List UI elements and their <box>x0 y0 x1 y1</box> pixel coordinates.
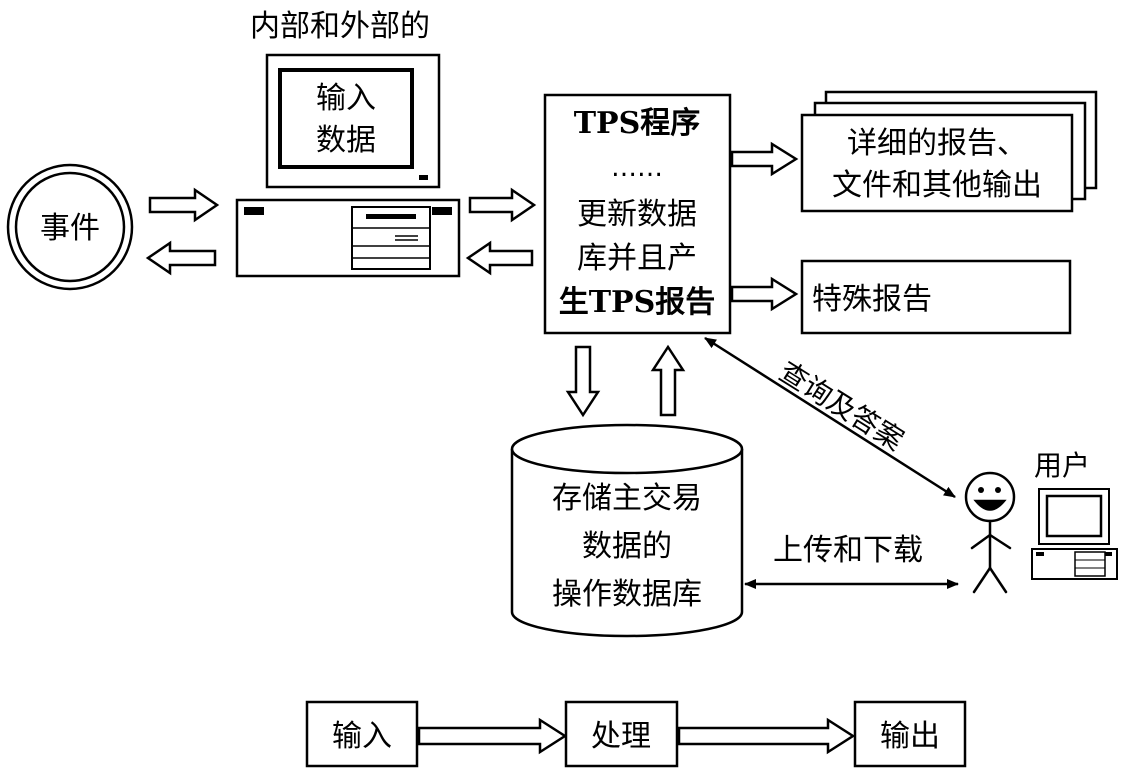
user-unit-light-right <box>1104 552 1112 556</box>
monitor-screen <box>278 68 414 169</box>
flow-process-label: 处理 <box>591 719 651 754</box>
arrow-tps-to-detailed <box>730 141 799 177</box>
user-leg-left <box>972 566 992 594</box>
arrow-database-to-tps <box>650 344 686 417</box>
flow-process-box <box>564 700 679 768</box>
flow-input-label: 输入 <box>332 719 392 754</box>
tps-line1: TPS程序 <box>574 106 701 141</box>
user-leg-right <box>988 566 1008 594</box>
database-cylinder <box>510 423 744 638</box>
database-line3: 操作数据库 <box>552 577 702 612</box>
screen-text-line1: 输入 <box>316 81 376 116</box>
user-smile <box>973 499 1007 511</box>
computer-caption: 内部和外部的 <box>250 9 430 44</box>
user-monitor-screen <box>1045 494 1103 538</box>
database-top <box>510 423 744 475</box>
flow-arrow-input-to-process <box>417 717 568 755</box>
user-arm-left <box>970 533 992 550</box>
detailed-reports-line2: 文件和其他输出 <box>832 168 1042 203</box>
user-eye-left <box>978 487 984 493</box>
query-answer-label: 查询及答案 <box>773 355 909 457</box>
user-drive-bay <box>1074 551 1106 577</box>
user-unit-light-left <box>1036 552 1044 556</box>
user-eye-right <box>995 487 1001 493</box>
event-label: 事件 <box>40 211 100 246</box>
screen-text-line2: 数据 <box>316 123 376 158</box>
detailed-reports-stack <box>800 90 1098 213</box>
user-figure <box>964 471 1016 594</box>
arrow-tps-to-special <box>730 276 799 312</box>
tps-dots: …… <box>611 153 663 183</box>
tps-line4: 生TPS报告 <box>559 285 716 320</box>
computer-icon <box>235 53 461 278</box>
user-head <box>964 471 1016 523</box>
detailed-reports-line1: 详细的报告、 <box>847 126 1027 161</box>
tps-line3: 库并且产 <box>577 241 697 276</box>
database-line2: 数据的 <box>582 529 672 564</box>
drive-slot <box>366 214 416 219</box>
flow-input-box <box>305 700 419 768</box>
user-computer-icon <box>1031 488 1118 580</box>
flow-output-label: 输出 <box>880 719 940 754</box>
query-answer-arrow <box>704 336 956 499</box>
special-report-box <box>800 259 1072 335</box>
arrow-tps-to-computer <box>465 240 534 276</box>
user-label: 用户 <box>1034 449 1090 482</box>
report-page-front <box>800 113 1074 213</box>
special-report-label: 特殊报告 <box>812 282 932 317</box>
arrow-computer-to-tps <box>468 187 537 223</box>
system-unit-light-right <box>432 207 452 215</box>
arrow-tps-to-database <box>565 345 601 418</box>
monitor-power-light <box>419 175 428 180</box>
event-inner-circle <box>14 171 126 283</box>
system-unit-light-left <box>244 207 264 215</box>
tps-line2: 更新数据 <box>577 197 697 232</box>
database-body <box>510 449 744 638</box>
arrow-event-to-computer <box>148 187 220 223</box>
arrow-computer-to-event <box>145 240 217 276</box>
database-line1: 存储主交易 <box>552 481 702 516</box>
flow-output-box <box>853 700 967 768</box>
event-node <box>6 163 134 291</box>
tps-program-box <box>543 93 732 335</box>
event-outer-circle <box>6 163 134 291</box>
upload-download-label: 上传和下载 <box>773 533 923 568</box>
user-arm-right <box>988 533 1012 550</box>
flow-arrow-process-to-output <box>677 717 856 755</box>
